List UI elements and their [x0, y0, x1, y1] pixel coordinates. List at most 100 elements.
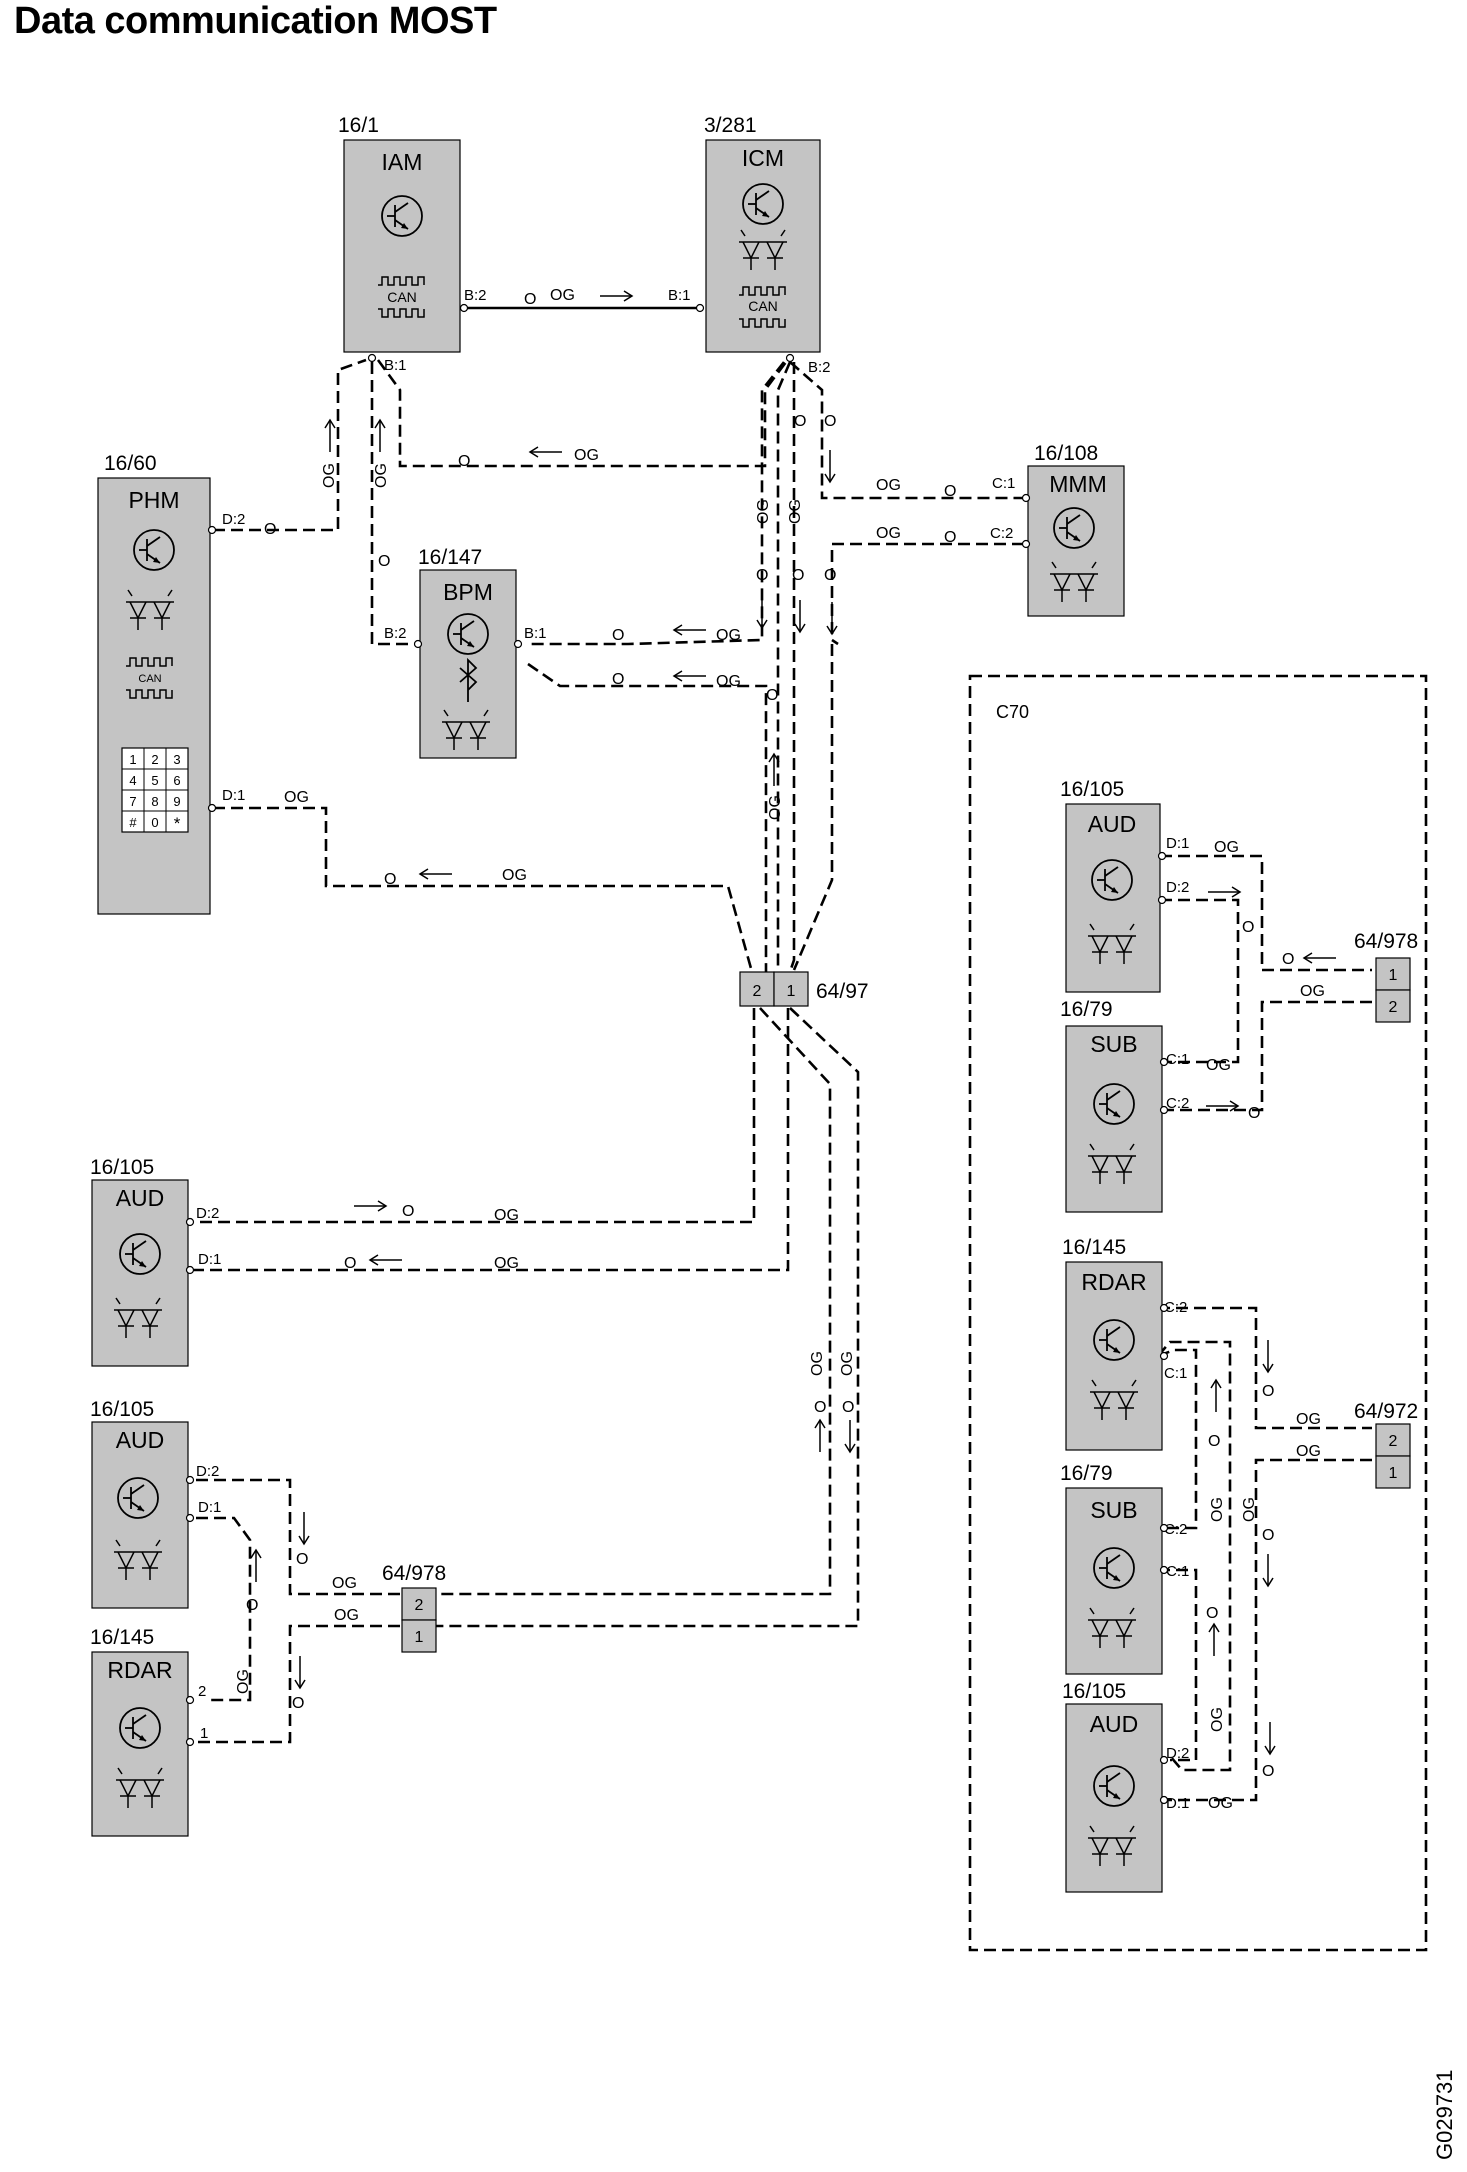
wire-labels: O OG O OG O OG OG O OG O OG O O O OG OG … [235, 287, 1337, 1812]
connector-64-978-left: 64/978 2 1 [382, 1562, 446, 1653]
wire-color-label: OG [876, 477, 901, 494]
wire-aud3-d1 [1160, 854, 1372, 972]
module-bpm: 16/147 BPM [418, 546, 517, 759]
module-rdar-left: 16/145 RDAR [90, 1626, 189, 1837]
wire-marker: O [1208, 1433, 1220, 1450]
pin-label: B:1 [384, 357, 407, 374]
pin-label: D:2 [196, 1205, 219, 1222]
wire-aud3-d2-sub [1160, 898, 1240, 1064]
wire-iam-icm [376, 359, 788, 468]
wire-marker: O [612, 671, 624, 688]
module-sub1-name: SUB [1090, 1031, 1137, 1057]
module-rdar-right: 16/145 RDAR [1062, 1236, 1163, 1451]
wire-marker: O [246, 1597, 258, 1614]
wires [194, 306, 1428, 1952]
wire-marker: O [402, 1203, 414, 1220]
key: 0 [151, 815, 158, 830]
wire-bpm-6497 [527, 662, 768, 972]
pin-label: B:2 [464, 287, 487, 304]
module-aud3-id: 16/105 [1060, 778, 1124, 801]
wire-color-label: OG [321, 463, 338, 488]
wire-marker: O [1262, 1383, 1274, 1400]
pin-label: D:2 [1166, 1745, 1189, 1762]
connector-pin: 1 [1389, 967, 1398, 984]
connector-id: 64/972 [1354, 1400, 1418, 1423]
module-iam-id: 16/1 [338, 114, 379, 137]
signal-direction-arrow [1262, 1553, 1274, 1587]
wire-icm-mmm-c1 [789, 361, 1024, 500]
module-aud1-name: AUD [116, 1185, 165, 1211]
module-aud-left-2: 16/105 AUD [90, 1398, 189, 1609]
wire-marker: O [824, 567, 836, 584]
wire-color-label: OG [494, 1255, 519, 1272]
wire-iam-bpm [370, 362, 416, 646]
key: 5 [151, 773, 158, 788]
wire-color-label: OG [284, 789, 309, 806]
figure-id: G029731 [1432, 2069, 1457, 2160]
wire-icm-v1 [776, 361, 792, 972]
wire-6497-aud4-d1 [1158, 1458, 1372, 1802]
signal-direction-arrow [1207, 886, 1241, 898]
wire-marker: O [756, 567, 768, 584]
signal-direction-arrow [353, 1200, 387, 1212]
key: # [129, 815, 137, 830]
wire-sub1-c2 [1160, 1000, 1372, 1112]
wire-phm-d1 [213, 806, 754, 973]
wire-rdar2-c1-aud4 [1157, 1340, 1232, 1772]
wire-color-label: OG [1206, 1057, 1231, 1074]
signal-direction-arrow [1303, 952, 1337, 964]
wire-sub2-c1 [1158, 1568, 1198, 1762]
module-sub-right-1: 16/79 SUB [1060, 998, 1163, 1213]
signal-direction-arrow [824, 449, 836, 483]
pin-label: C:1 [1166, 1563, 1189, 1580]
module-aud1-id: 16/105 [90, 1156, 154, 1179]
wire-color-label: OG [1300, 983, 1325, 1000]
wire-color-label: OG [755, 499, 772, 524]
connector-id: 64/978 [382, 1562, 446, 1585]
signal-direction-arrow [844, 1419, 856, 1453]
wire-mmm-c2 [830, 542, 1024, 646]
wire-color-label: OG [494, 1207, 519, 1224]
page-title: Data communication MOST [14, 0, 497, 42]
module-aud4-name: AUD [1090, 1711, 1139, 1737]
signal-direction-arrow [1262, 1339, 1274, 1373]
signal-direction-arrow [324, 419, 336, 453]
pin-label: C:2 [1166, 1095, 1189, 1112]
module-icm-id: 3/281 [704, 114, 757, 137]
wire-marker: O [824, 413, 836, 430]
pin-label: 1 [200, 1725, 208, 1742]
wire-color-label: OG [1209, 1707, 1226, 1732]
connector-pin: 1 [415, 1629, 424, 1646]
pin-label: B:1 [524, 625, 547, 642]
wire-6497-c2-2 [432, 1007, 832, 1596]
wire-marker: O [1206, 1605, 1218, 1622]
module-aud2-id: 16/105 [90, 1398, 154, 1421]
signal-direction-arrow [374, 419, 386, 453]
wire-6497-aud1-d2 [194, 1008, 756, 1224]
key: 7 [129, 794, 136, 809]
signal-direction-arrow [529, 446, 563, 458]
keypad-icon: 1 2 3 4 5 6 7 8 9 # 0 * [121, 747, 189, 833]
wire-marker: O [814, 1399, 826, 1416]
c70-frame [968, 674, 1428, 1952]
wire-color-label: OG [235, 1669, 252, 1694]
signal-direction-arrow [298, 1511, 310, 1545]
signal-direction-arrow [756, 595, 768, 629]
wire-color-label: OG [716, 673, 741, 690]
wire-marker: O [794, 413, 806, 430]
wire-color-label: OG [767, 795, 784, 820]
connector-pin: 1 [1389, 1465, 1398, 1482]
pin-label: C:2 [990, 525, 1013, 542]
key: 2 [151, 752, 158, 767]
wire-6497-aud1-d1 [194, 1008, 790, 1272]
wire-color-label: OG [809, 1351, 826, 1376]
module-iam: 16/1 IAM CAN [338, 114, 461, 353]
connector-pin: 2 [415, 1597, 424, 1614]
module-bpm-id: 16/147 [418, 546, 482, 569]
pin-label: D:1 [198, 1499, 221, 1516]
wire-mmm-6497 [792, 644, 834, 971]
pin-label: D:2 [196, 1463, 219, 1480]
module-bpm-name: BPM [443, 579, 493, 605]
can-label: CAN [748, 298, 778, 314]
